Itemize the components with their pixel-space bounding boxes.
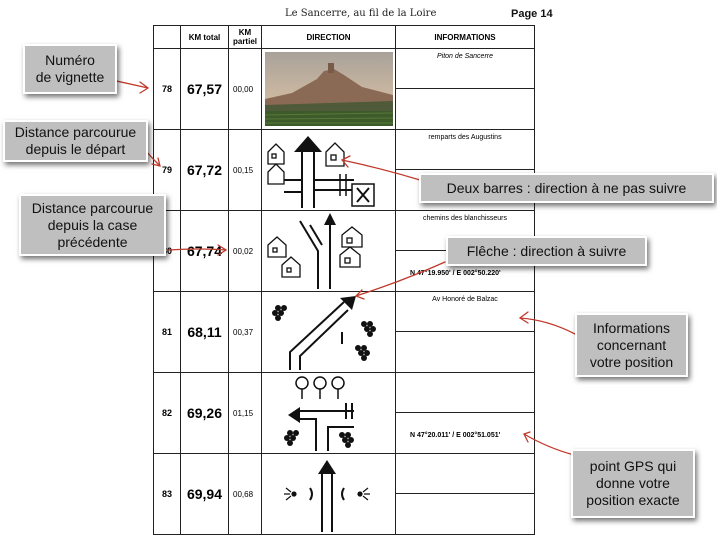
km-partiel: 01,15	[228, 372, 262, 454]
km-total: 69,94	[180, 453, 229, 535]
vineyard-icon	[284, 430, 354, 448]
info-text: Av Honoré de Balzac	[396, 292, 534, 332]
km-total: 67,74	[180, 210, 229, 292]
direction-diagram	[272, 296, 376, 370]
callout-numero-vignette: Numéro de vignette	[23, 44, 117, 94]
page-header: Le Sancerre, au fil de la Loire Page 14	[0, 8, 717, 22]
vignette-number: 78	[153, 48, 181, 130]
direction-cell	[261, 453, 396, 535]
direction-cell	[261, 48, 396, 130]
direction-cell	[261, 129, 396, 211]
direction-arrow-icon	[340, 296, 356, 310]
callout-distance-depart: Distance parcourue depuis le départ	[3, 120, 148, 162]
direction-diagram	[267, 136, 375, 208]
direction-diagram	[284, 376, 354, 451]
vignette-number: 82	[153, 372, 181, 454]
info-text: Piton de Sancerre	[396, 49, 534, 89]
gps-coordinates: N 47°20.011' / E 002°51.051'	[410, 432, 501, 439]
km-partiel: 00,02	[228, 210, 262, 292]
house-icon	[267, 226, 363, 278]
col-header-km-total: KM total	[180, 25, 229, 49]
col-header-km-partiel: KM partiel	[228, 25, 262, 49]
info-text	[396, 373, 534, 413]
callout-fleche: Flêche : direction à suivre	[446, 236, 647, 266]
road-narrowing-icon	[309, 487, 345, 501]
direction-arrow-icon	[294, 136, 322, 152]
info-cell	[395, 453, 535, 535]
document-title: Le Sancerre, au fil de la Loire	[285, 8, 437, 19]
km-partiel: 00,15	[228, 129, 262, 211]
km-total: 67,57	[180, 48, 229, 130]
no-go-bars-icon	[339, 174, 347, 196]
info-text	[396, 454, 534, 494]
direction-diagram	[284, 460, 370, 532]
direction-arrow-icon	[324, 213, 336, 225]
direction-diagram	[267, 213, 363, 289]
table-row: 81 68,11 00,37 Av Hon	[153, 291, 535, 373]
callout-deux-barres: Deux barres : direction à ne pas suivre	[419, 173, 714, 203]
km-total: 68,11	[180, 291, 229, 373]
page-number: Page 14	[511, 8, 553, 20]
km-total: 67,72	[180, 129, 229, 211]
km-total: 69,26	[180, 372, 229, 454]
vignette-number: 81	[153, 291, 181, 373]
direction-cell	[261, 372, 396, 454]
callout-informations: Informations concernant votre position	[575, 313, 688, 377]
km-partiel: 00,00	[228, 48, 262, 130]
col-header-number	[153, 25, 181, 49]
callout-gps: point GPS qui donne votre position exact…	[571, 449, 695, 518]
direction-cell	[261, 210, 396, 292]
km-partiel: 00,68	[228, 453, 262, 535]
info-text: remparts des Augustins	[396, 130, 534, 170]
table-row: 78 67,57 00,00	[153, 48, 535, 130]
table-row: 83 69,94 00,68	[153, 453, 535, 535]
house-icon	[267, 142, 345, 185]
street-light-icon	[284, 487, 370, 501]
gps-coordinates: N 47°19.950' / E 002°50.220'	[410, 270, 501, 277]
callout-distance-case: Distance parcourue depuis la case précéd…	[19, 194, 166, 256]
vineyard-icon	[272, 305, 376, 361]
info-cell: Piton de Sancerre	[395, 48, 535, 130]
roadbook-table: KM total KM partiel DIRECTION INFORMATIO…	[153, 25, 535, 535]
header-row: KM total KM partiel DIRECTION INFORMATIO…	[153, 25, 535, 49]
info-cell: N 47°20.011' / E 002°51.051'	[395, 372, 535, 454]
direction-arrow-icon	[288, 407, 300, 423]
tree-icon	[295, 376, 345, 399]
direction-cell	[261, 291, 396, 373]
table-row: 79 67,72 00,15	[153, 129, 535, 211]
km-partiel: 00,37	[228, 291, 262, 373]
direction-arrow-icon	[318, 460, 336, 474]
landscape-photo	[264, 52, 394, 126]
info-cell: Av Honoré de Balzac	[395, 291, 535, 373]
col-header-direction: DIRECTION	[261, 25, 396, 49]
col-header-informations: INFORMATIONS	[395, 25, 535, 49]
vignette-number: 83	[153, 453, 181, 535]
table-row: 82 69,26 01,15	[153, 372, 535, 454]
